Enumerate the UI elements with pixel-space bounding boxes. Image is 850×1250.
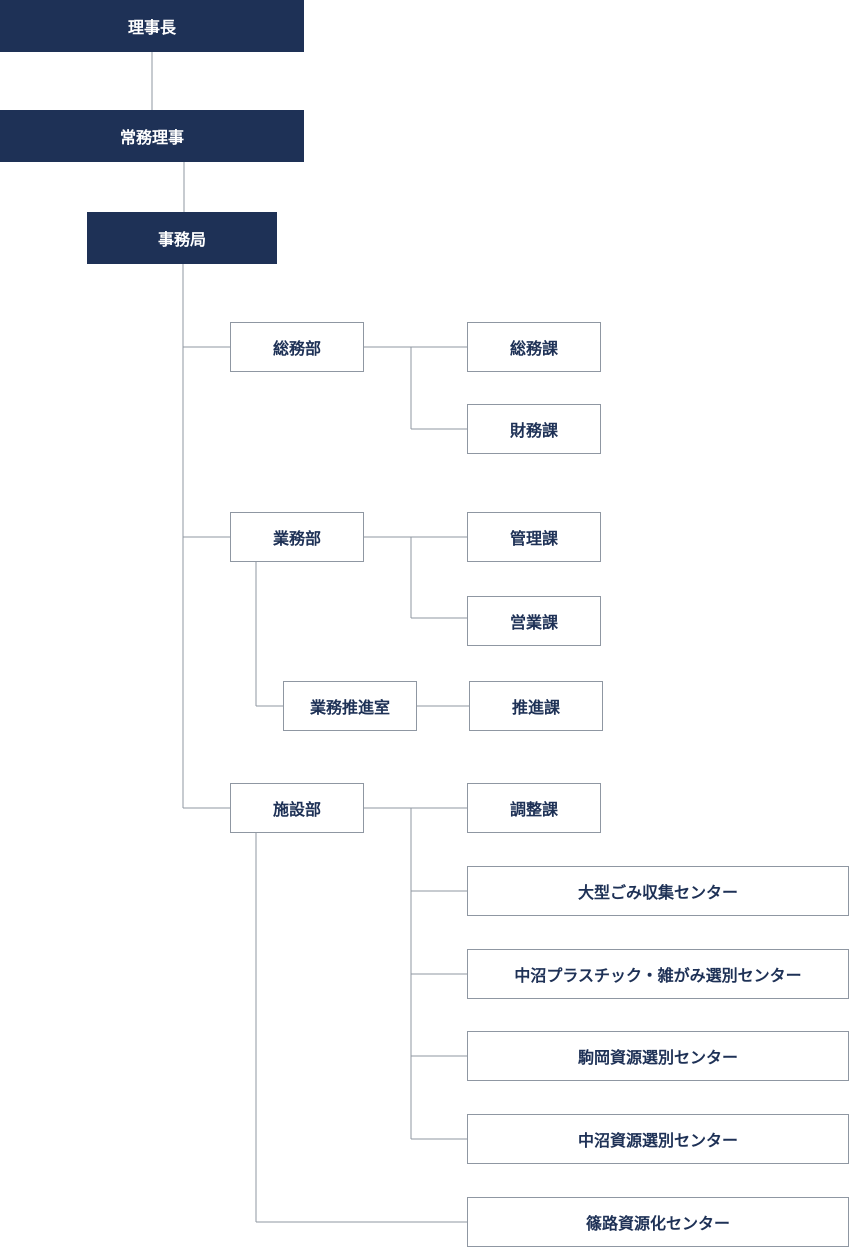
node-nakanuma-plastic-center: 中沼プラスチック・雑がみ選別センター <box>467 949 849 999</box>
node-general-affairs-section: 総務課 <box>467 322 601 372</box>
node-sales-section: 営業課 <box>467 596 601 646</box>
node-chairman: 理事長 <box>0 0 304 52</box>
node-finance-section: 財務課 <box>467 404 601 454</box>
node-general-affairs-dept: 総務部 <box>230 322 364 372</box>
node-operations-promotion-office: 業務推進室 <box>283 681 417 731</box>
node-coordination-section: 調整課 <box>467 783 601 833</box>
node-promotion-section: 推進課 <box>469 681 603 731</box>
node-shinoro-recycling-center: 篠路資源化センター <box>467 1197 849 1247</box>
node-operations-dept: 業務部 <box>230 512 364 562</box>
node-management-section: 管理課 <box>467 512 601 562</box>
node-facilities-dept: 施設部 <box>230 783 364 833</box>
node-managing-director: 常務理事 <box>0 110 304 162</box>
node-secretariat: 事務局 <box>87 212 277 264</box>
node-bulky-waste-center: 大型ごみ収集センター <box>467 866 849 916</box>
node-komaoka-sorting-center: 駒岡資源選別センター <box>467 1031 849 1081</box>
node-nakanuma-sorting-center: 中沼資源選別センター <box>467 1114 849 1164</box>
